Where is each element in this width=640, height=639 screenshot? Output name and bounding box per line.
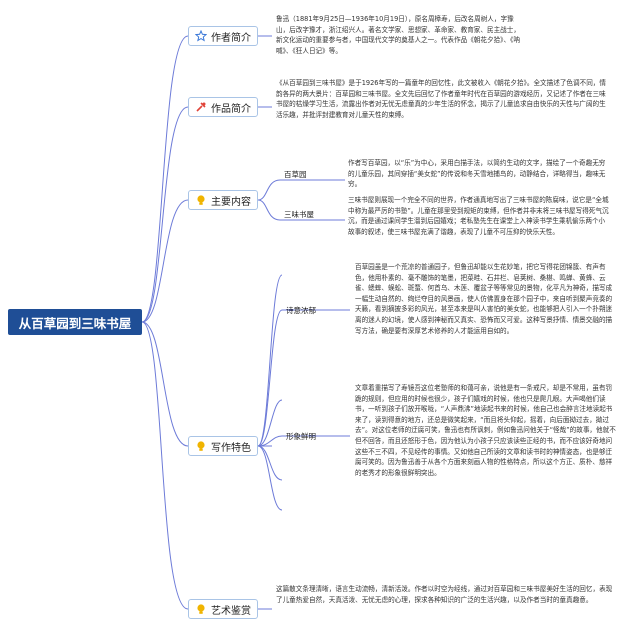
- branch-features-label: 写作特色: [211, 442, 251, 454]
- author-text: 鲁迅（1881年9月25日—1936年10月19日），原名周樟寿，后改名周树人，…: [276, 15, 520, 55]
- features-item-label: 诗意浓郁: [286, 306, 316, 315]
- link-work: [141, 106, 189, 323]
- idea-icon: [195, 440, 207, 452]
- link-content: [141, 199, 189, 323]
- branch-art-label: 艺术鉴赏: [211, 605, 251, 617]
- content-item-label: 百草园: [284, 170, 307, 179]
- branch-work[interactable]: 作品简介: [188, 97, 258, 117]
- link-features: [141, 321, 189, 447]
- link-art: [141, 321, 189, 610]
- branch-work-label: 作品简介: [211, 103, 251, 115]
- root-topic[interactable]: 从百草园到三味书屋: [8, 309, 142, 335]
- features-item-label: 形象鲜明: [286, 432, 316, 441]
- content-item-text: 三味书屋则展现一个完全不同的世界，作者通真地写出了三味书屋的陈腐味，说它是“全城…: [348, 196, 609, 236]
- branch-features[interactable]: 写作特色: [188, 436, 258, 456]
- tools-icon: [195, 101, 207, 113]
- art-text: 这篇散文条理清晰，语言生动流畅，清新活泼。作者以时空为经线，通过对百草园和三味书…: [276, 585, 613, 604]
- branch-content[interactable]: 主要内容: [188, 190, 258, 210]
- work-text: 《从百草园到三味书屋》是于1926年写的一篇童年的回忆性，此文被收入《朝花夕拾》…: [276, 79, 606, 119]
- root-title: 从百草园到三味书屋: [18, 315, 132, 331]
- star-icon: [195, 30, 207, 42]
- branch-art[interactable]: 艺术鉴赏: [188, 599, 258, 619]
- features-item-text: 文章着重描写了寿镜吾这位老塾师的和蔼可亲，说他是有一条戒尺，却是不常用，虽有罚跪…: [355, 384, 616, 477]
- content-item-text: 作者写百草园，以“乐”为中心，采用白描手法，以简约生动的文字，描绘了一个奇趣无穷…: [348, 159, 606, 189]
- branch-author[interactable]: 作者简介: [188, 26, 258, 46]
- content-item-label: 三味书屋: [284, 210, 314, 219]
- link-author: [141, 35, 189, 323]
- idea-icon: [195, 194, 207, 206]
- features-item-text: 百草园虽是一个荒凉的普通园子，但鲁迅却能以生花妙笔，把它写得花团锦簇、有声有色，…: [355, 263, 613, 335]
- branch-author-label: 作者简介: [211, 32, 251, 44]
- branch-content-label: 主要内容: [211, 196, 251, 208]
- idea-icon: [195, 603, 207, 615]
